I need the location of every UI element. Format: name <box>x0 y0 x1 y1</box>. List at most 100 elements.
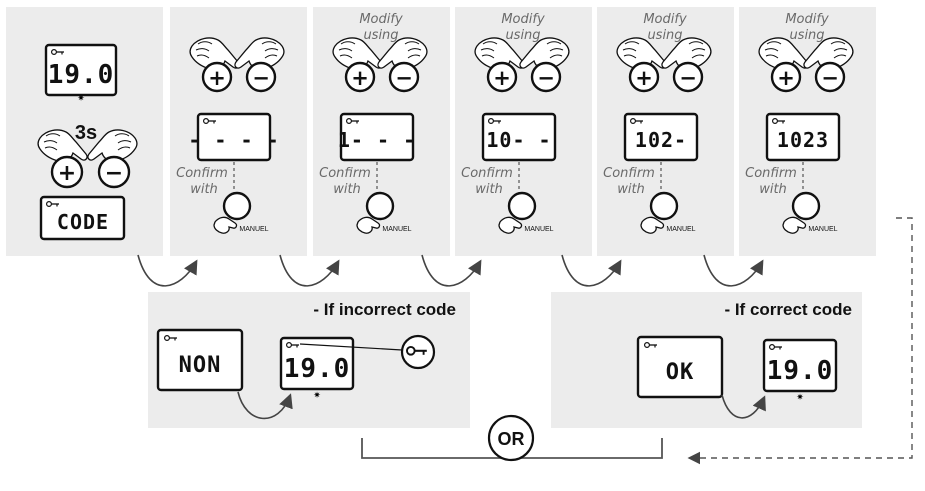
code-lcd-value: 1- - - <box>338 128 416 152</box>
finger-manuel-icon <box>213 216 238 234</box>
manuel-button[interactable] <box>365 191 395 221</box>
plus-symbol: + <box>493 66 511 90</box>
correct-lcd-result <box>636 335 724 399</box>
code-lcd-value: - - - - <box>188 128 279 152</box>
step-arrow-2 <box>279 254 340 287</box>
incorrect-code-panel: - If incorrect code NON 19.0 ✷ <box>148 292 470 428</box>
minus-symbol: − <box>105 161 123 186</box>
finger-manuel-icon <box>498 216 523 234</box>
with-label: with <box>475 182 503 197</box>
plus-symbol: + <box>777 66 795 90</box>
modify-label: Modify <box>359 12 403 27</box>
using-label: using <box>505 28 540 43</box>
manuel-label: MANUEL <box>239 226 268 233</box>
correct-arrow <box>721 394 766 419</box>
minus-button[interactable] <box>814 61 846 93</box>
with-label: with <box>333 182 361 197</box>
step-arrow-1 <box>137 254 198 287</box>
code-lcd-value: 10- - <box>486 128 551 152</box>
manuel-button[interactable] <box>222 191 252 221</box>
correct-code-title: - If correct code <box>724 300 852 319</box>
modify-label: Modify <box>785 12 829 27</box>
minus-button[interactable] <box>388 61 420 93</box>
plus-button[interactable] <box>770 61 802 93</box>
minus-button[interactable] <box>530 61 562 93</box>
minus-button[interactable] <box>672 61 704 93</box>
manuel-label: MANUEL <box>382 226 411 233</box>
or-label: OR <box>498 429 525 449</box>
sun-icon: ✷ <box>313 391 321 401</box>
with-label: with <box>759 182 787 197</box>
confirm-label: Confirm <box>176 166 228 181</box>
correct-lcd-result-value: OK <box>666 360 695 385</box>
step-arrow-5 <box>703 254 764 287</box>
step1-lcd-code-value: CODE <box>57 210 109 234</box>
minus-symbol: − <box>821 66 839 90</box>
using-label: using <box>789 28 824 43</box>
dashed-return-arrow <box>687 217 913 465</box>
modify-label: Modify <box>643 12 687 27</box>
sun-icon: ✷ <box>796 393 804 403</box>
correct-lcd-temp-value: 19.0 <box>767 356 834 386</box>
plus-symbol: + <box>351 66 369 90</box>
minus-symbol: − <box>537 66 555 90</box>
finger-manuel-icon <box>356 216 381 234</box>
manuel-label: MANUEL <box>808 226 837 233</box>
incorrect-lcd-result <box>156 328 244 392</box>
sun-icon: ✷ <box>77 94 85 104</box>
plus-button[interactable] <box>50 155 84 189</box>
confirm-label: Confirm <box>319 166 371 181</box>
step1-lcd-temp-value: 19.0 <box>48 60 115 90</box>
minus-button[interactable] <box>97 155 131 189</box>
step-arrow-3 <box>421 254 482 287</box>
plus-button[interactable] <box>201 61 233 93</box>
manuel-button[interactable] <box>507 191 537 221</box>
manuel-button[interactable] <box>649 191 679 221</box>
manuel-label: MANUEL <box>666 226 695 233</box>
plus-symbol: + <box>58 161 76 186</box>
key-zoom-circle <box>400 334 436 370</box>
step-arrows <box>137 254 764 287</box>
code-lcd <box>765 112 841 162</box>
step1-lcd-code <box>39 195 126 241</box>
code-lcd-value: 102- <box>635 128 687 152</box>
plus-button[interactable] <box>486 61 518 93</box>
confirm-label: Confirm <box>745 166 797 181</box>
code-lcd <box>196 112 272 162</box>
modify-label: Modify <box>501 12 545 27</box>
or-circle <box>487 414 535 462</box>
code-lcd <box>481 112 557 162</box>
correct-code-panel: - If correct code OK 19.0 ✷ <box>551 292 862 428</box>
step1-panel: 19.0 ✷ 3s + − CODE <box>6 7 163 256</box>
step-arrow-4 <box>561 254 622 287</box>
code-lcd <box>339 112 415 162</box>
minus-symbol: − <box>252 66 270 90</box>
incorrect-lcd-result-value: NON <box>179 353 222 378</box>
plus-button[interactable] <box>628 61 660 93</box>
incorrect-lcd-temp <box>279 336 355 391</box>
hold-duration-label: 3s <box>75 122 97 144</box>
finger-manuel-icon <box>640 216 665 234</box>
correct-lcd-temp <box>762 338 838 393</box>
minus-button[interactable] <box>245 61 277 93</box>
with-label: with <box>190 182 218 197</box>
using-label: using <box>647 28 682 43</box>
or-bracket: OR <box>361 414 663 462</box>
incorrect-code-title: - If incorrect code <box>313 300 456 319</box>
plus-symbol: + <box>208 66 226 90</box>
incorrect-arrow <box>237 391 293 420</box>
code-lcd-value: 1023 <box>777 128 829 152</box>
manuel-button[interactable] <box>791 191 821 221</box>
confirm-label: Confirm <box>603 166 655 181</box>
using-label: using <box>363 28 398 43</box>
minus-symbol: − <box>679 66 697 90</box>
plus-button[interactable] <box>344 61 376 93</box>
minus-symbol: − <box>395 66 413 90</box>
with-label: with <box>617 182 645 197</box>
